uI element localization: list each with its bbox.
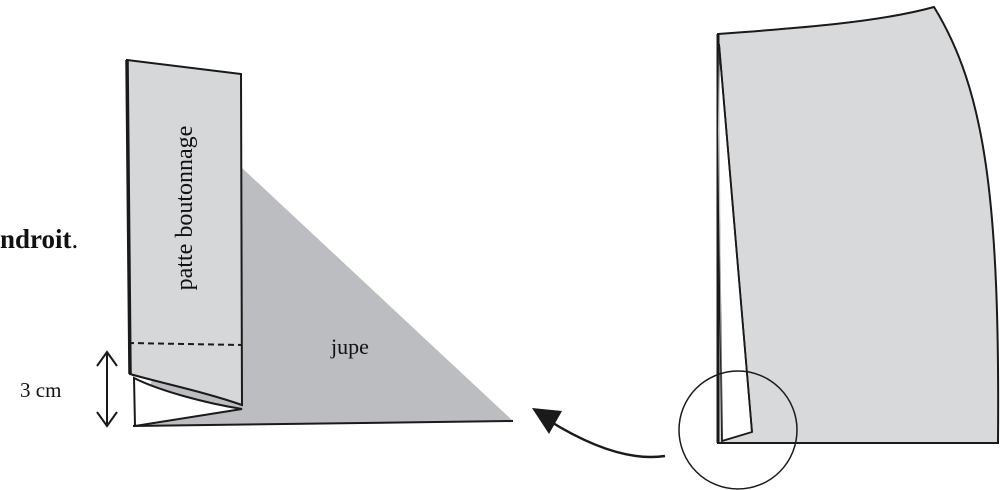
panel-placket-inner-line [718, 43, 753, 433]
measurement-label: 3 cm [20, 378, 61, 402]
skirt-hem-line [132, 420, 514, 427]
placket-fold-edge [125, 59, 132, 375]
instruction-fragment: ndroit. [0, 224, 78, 254]
placket-label: patte boutonnage [172, 126, 198, 291]
stitch-line [127, 342, 243, 346]
curved-arrow-icon [532, 408, 666, 459]
panel-placket-shadow [718, 44, 722, 441]
instruction-bold: ndroit [0, 224, 72, 254]
skirt-label: jupe [330, 334, 369, 359]
double-arrow-icon [96, 350, 118, 428]
instruction-trailing: . [72, 224, 79, 254]
skirt-panel [717, 5, 1000, 444]
detail-circle-icon [678, 370, 798, 490]
placket-piece [125, 58, 244, 407]
placket-underfold [132, 376, 243, 428]
